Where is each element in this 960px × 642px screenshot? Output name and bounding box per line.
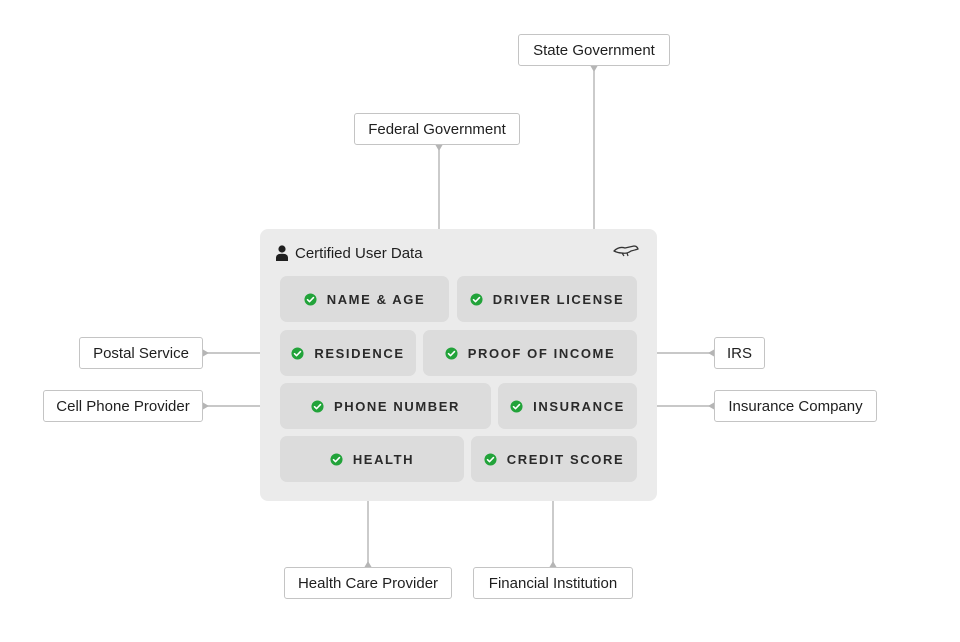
data-item-proof-of-income: PROOF OF INCOME: [423, 330, 637, 376]
person-icon: [276, 245, 288, 261]
source-irs: IRS: [714, 337, 765, 369]
data-item-insurance: INSURANCE: [498, 383, 637, 429]
check-circle-icon: [311, 399, 324, 413]
data-item-health: HEALTH: [280, 436, 464, 482]
check-circle-icon: [330, 452, 343, 466]
arrowhead: [708, 402, 714, 410]
data-item-label: RESIDENCE: [314, 345, 405, 361]
check-circle-icon: [445, 346, 458, 360]
data-item-label: HEALTH: [352, 451, 415, 467]
source-state-government: State Government: [518, 34, 670, 66]
data-item-label: CREDIT SCORE: [506, 451, 625, 467]
card-header: Certified User Data: [276, 242, 423, 264]
data-item-label: INSURANCE: [533, 398, 625, 414]
arrowhead: [364, 561, 372, 567]
check-circle-icon: [484, 452, 497, 466]
check-circle-icon: [510, 399, 523, 413]
source-cell-phone-provider: Cell Phone Provider: [43, 390, 203, 422]
data-item-label: PHONE NUMBER: [333, 398, 461, 414]
source-federal-government: Federal Government: [354, 113, 520, 145]
check-circle-icon: [470, 292, 483, 306]
data-item-name-age: NAME & AGE: [280, 276, 449, 322]
arrowhead: [435, 145, 443, 151]
arrowhead: [549, 561, 557, 567]
data-item-credit-score: CREDIT SCORE: [471, 436, 637, 482]
data-item-label: PROOF OF INCOME: [467, 345, 616, 361]
source-health-care-provider: Health Care Provider: [284, 567, 452, 599]
source-financial-institution: Financial Institution: [473, 567, 633, 599]
bird-logo-icon: [613, 243, 639, 264]
source-postal-service: Postal Service: [79, 337, 203, 369]
source-insurance-company: Insurance Company: [714, 390, 877, 422]
arrowhead: [590, 66, 598, 72]
data-item-driver-license: DRIVER LICENSE: [457, 276, 637, 322]
arrowhead: [203, 402, 209, 410]
check-circle-icon: [291, 346, 304, 360]
data-item-residence: RESIDENCE: [280, 330, 416, 376]
card-title: Certified User Data: [295, 244, 423, 262]
data-item-label: NAME & AGE: [326, 291, 426, 307]
data-item-phone-number: PHONE NUMBER: [280, 383, 491, 429]
check-circle-icon: [304, 292, 317, 306]
data-item-label: DRIVER LICENSE: [492, 291, 625, 307]
arrowhead: [203, 349, 209, 357]
arrowhead: [708, 349, 714, 357]
